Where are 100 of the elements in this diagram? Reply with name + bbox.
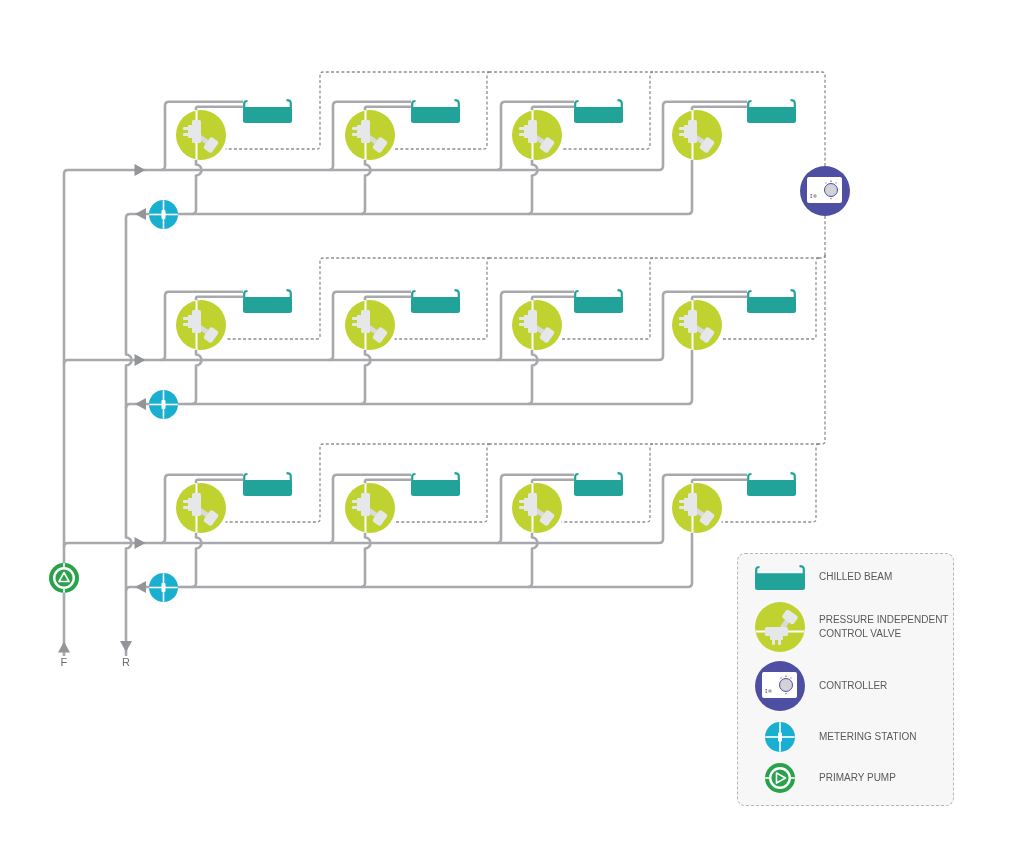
legend-label: CONTROLLER [819, 679, 889, 693]
pipe-line [690, 105, 747, 111]
chilled-beam-icon [411, 99, 460, 123]
dashed-control-line [224, 443, 491, 523]
control-valve-icon [175, 300, 226, 350]
pipe-line [328, 100, 411, 172]
pipe-line [497, 100, 747, 172]
dashed-control-line [652, 71, 826, 167]
control-valve-icon [511, 483, 562, 533]
control-valve-icon [671, 483, 722, 533]
pipe-line [329, 358, 497, 362]
flow-arrow [62, 164, 161, 364]
legend-label: PRESSURE INDEPENDENT CONTROL VALVE [819, 613, 950, 641]
pipe-line [192, 212, 361, 216]
pipe-line [361, 585, 528, 589]
pipe-line [527, 160, 539, 216]
controller-icon [800, 166, 850, 216]
pipe-line [191, 160, 203, 216]
pump-icon [49, 563, 79, 593]
chilled-beam-icon [411, 472, 460, 496]
dashed-control-line [393, 257, 491, 340]
flow-arrow [120, 591, 132, 656]
flow-arrow [62, 537, 161, 549]
dashed-control-line [824, 215, 826, 256]
pipe-line [530, 295, 574, 301]
dashed-control-line [393, 71, 491, 150]
metering-station-icon [149, 389, 178, 419]
chilled-beam-icon [574, 289, 623, 313]
pipe-line [161, 541, 329, 545]
pipe-line [496, 473, 574, 545]
dashed-control-line [393, 443, 491, 523]
chilled-beam-icon [747, 99, 796, 123]
pipe-end-label: F [60, 656, 68, 669]
pipe-line [361, 402, 528, 406]
pipe-line [530, 105, 574, 111]
pipe-line [160, 100, 243, 172]
pipe-line [361, 212, 528, 216]
pipe-line [528, 160, 694, 216]
pipe-line [363, 295, 411, 301]
pipe-line [328, 290, 411, 362]
pipe-line [363, 478, 411, 484]
pipe-line [497, 290, 747, 362]
pipe-line [496, 290, 574, 362]
pipe-line [161, 168, 329, 172]
pipe-line [690, 295, 747, 301]
control-valve-icon [175, 110, 226, 160]
chilled-beam-icon [411, 289, 460, 313]
pipe-line [161, 358, 329, 362]
pipe-line [527, 533, 539, 589]
chilled-beam-icon [243, 472, 292, 496]
control-valve-icon [671, 110, 722, 160]
pipe-line [194, 295, 243, 301]
pipe-line [191, 533, 203, 589]
pipe-line [192, 585, 361, 589]
dashed-control-line [489, 443, 654, 445]
dashed-control-line [224, 257, 491, 340]
control-valve-icon [344, 483, 395, 533]
legend-label: PRIMARY PUMP [819, 771, 897, 785]
metering-station-icon [149, 199, 178, 229]
flow-arrow [124, 208, 149, 408]
pipe-line [527, 350, 539, 406]
flow-arrow [62, 354, 161, 366]
dashed-control-line [652, 257, 820, 259]
control-valve-icon [344, 110, 395, 160]
pipe-line [329, 541, 497, 545]
pipe-line [328, 473, 411, 545]
chilled-beam-icon [747, 472, 796, 496]
pipe-line [124, 408, 133, 591]
legend-label: CHILLED BEAM [819, 570, 894, 584]
metering-station-icon [149, 572, 178, 602]
dashed-control-line [720, 257, 820, 340]
pipe-line [360, 533, 372, 589]
pipe-line [160, 473, 243, 545]
pipe-line [360, 160, 372, 216]
pipe-line [360, 350, 372, 406]
chilled-beam-icon [747, 289, 796, 313]
pipe-line [194, 105, 243, 111]
pipe-line [497, 473, 747, 545]
control-valve-icon [511, 110, 562, 160]
pipe-line [363, 105, 411, 111]
dashed-control-line [560, 71, 654, 150]
chilled-beam-icon [574, 99, 623, 123]
pipe-line [62, 364, 66, 547]
control-valve-icon [671, 300, 722, 350]
flow-arrow [58, 593, 70, 656]
control-valve-icon [175, 483, 226, 533]
chilled-beam-icon [243, 289, 292, 313]
control-valve-icon [511, 300, 562, 350]
flow-arrow [124, 581, 149, 593]
dashed-control-line [560, 257, 654, 340]
dashed-control-line [489, 71, 654, 73]
dashed-control-line [652, 443, 820, 445]
pipe-line [329, 168, 497, 172]
dashed-control-line [818, 254, 826, 445]
dashed-control-line [489, 257, 654, 259]
legend-label: METERING STATION [819, 730, 918, 744]
pipe-line [528, 350, 694, 406]
chilled-beam-icon [243, 99, 292, 123]
control-valve-icon [344, 300, 395, 350]
flow-arrow [124, 398, 149, 410]
